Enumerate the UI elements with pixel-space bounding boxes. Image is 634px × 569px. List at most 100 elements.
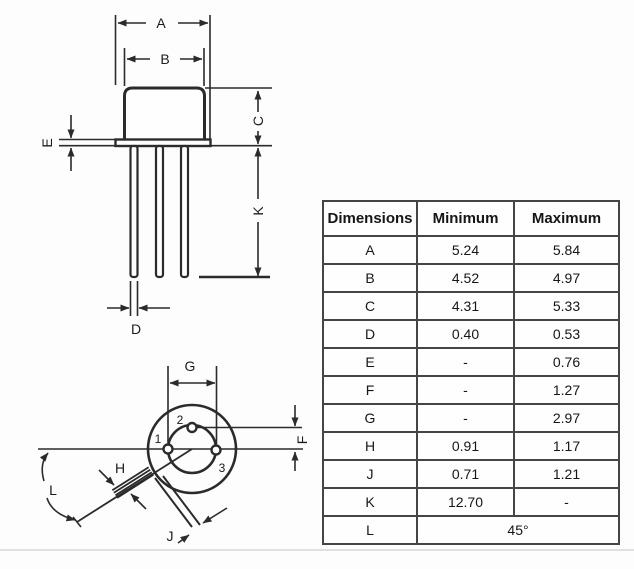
pin-1-circle [162, 443, 174, 455]
cell-dim: H [322, 431, 418, 461]
scan-artifact-line [0, 549, 634, 551]
cell-max: 4.97 [513, 263, 620, 293]
table-row: B 4.52 4.97 [322, 263, 620, 293]
angle-l-arc-upper [39, 452, 49, 482]
cell-dim: E [322, 347, 418, 377]
cell-merged-value: 45° [416, 515, 620, 545]
dimension-h: H [98, 460, 147, 510]
pin-2-circle [186, 421, 198, 434]
cell-min: - [416, 347, 515, 377]
cell-min: - [416, 403, 515, 433]
dimension-f-label: F [294, 436, 310, 445]
dimension-k-label: K [250, 206, 266, 216]
side-view-drawing: A B E C [39, 15, 272, 337]
dim-h-arrow-upper [98, 469, 115, 486]
table-row: D 0.40 0.53 [322, 319, 620, 349]
cell-min: 4.52 [416, 263, 515, 293]
can-body [123, 86, 206, 140]
dimension-d: D [107, 281, 170, 337]
table-row: H 0.91 1.17 [322, 431, 620, 461]
dimension-j: J [154, 475, 228, 544]
cell-max: 1.27 [513, 375, 620, 405]
lead-3 [179, 144, 190, 279]
pin-1-label: 1 [155, 432, 162, 446]
cell-dim: B [322, 263, 418, 293]
cell-dim: J [322, 459, 418, 489]
index-tab [111, 466, 154, 499]
dimension-b-label: B [160, 51, 169, 67]
table-row: E - 0.76 [322, 347, 620, 377]
pin-3-circle [210, 444, 222, 456]
dimension-b: B [123, 48, 205, 86]
cell-max: 1.17 [513, 431, 620, 461]
pin-3-label: 3 [219, 461, 226, 475]
flange [114, 138, 212, 148]
header-maximum: Maximum [513, 200, 620, 237]
dimension-e: E [39, 115, 115, 171]
dimensions-table: Dimensions Minimum Maximum A 5.24 5.84 B… [322, 200, 620, 545]
angle-l-arc-lower [46, 497, 76, 522]
dimension-l-label: L [49, 482, 57, 498]
table-row: F - 1.27 [322, 375, 620, 405]
outer-flange-circle [146, 403, 238, 495]
tab-inner-line [113, 468, 151, 494]
cell-max: 0.76 [513, 347, 620, 377]
dimension-c: C [205, 87, 272, 147]
dim-j-arrow-right [202, 507, 228, 524]
dimension-d-label: D [131, 321, 141, 337]
cell-max: 0.53 [513, 319, 620, 349]
cell-dim: A [322, 235, 418, 265]
table-row: J 0.71 1.21 [322, 459, 620, 489]
tab-centerline-end-tick [72, 516, 82, 528]
cell-max: - [513, 487, 620, 517]
tab-centerline [76, 448, 193, 523]
cell-dim: K [322, 487, 418, 517]
cell-dim: G [322, 403, 418, 433]
dimension-a-label: A [156, 15, 166, 31]
cell-min: 12.70 [416, 487, 515, 517]
cell-min: - [416, 375, 515, 405]
cell-dim: C [322, 291, 418, 321]
cell-min: 0.91 [416, 431, 515, 461]
dimension-a: A [114, 15, 211, 139]
lead-1 [129, 144, 139, 279]
dimension-h-label: H [115, 460, 125, 476]
header-minimum: Minimum [416, 200, 515, 237]
cell-dim: L [322, 515, 418, 545]
dimension-f: F [291, 405, 310, 471]
cell-min: 4.31 [416, 291, 515, 321]
cell-min: 0.71 [416, 459, 515, 489]
table-header-row: Dimensions Minimum Maximum [322, 200, 620, 237]
table-row: C 4.31 5.33 [322, 291, 620, 321]
cell-max: 5.84 [513, 235, 620, 265]
dim-j-ext-line-2 [162, 475, 201, 526]
dim-j-arrow-left [177, 534, 190, 544]
tab-edge-line [116, 474, 154, 499]
table-row: K 12.70 - [322, 487, 620, 517]
dim-h-arrow-lower [130, 493, 147, 510]
table-row: G - 2.97 [322, 403, 620, 433]
tab-edge-line [111, 466, 150, 492]
dim-j-ext-line-1 [154, 477, 193, 528]
table-row: A 5.24 5.84 [322, 235, 620, 265]
tab-inner-line [115, 471, 153, 497]
dimension-g: G [167, 358, 218, 444]
dimension-g-label: G [185, 358, 196, 374]
dimension-c-label: C [250, 116, 266, 126]
cell-max: 1.21 [513, 459, 620, 489]
pin-2-label: 2 [177, 413, 184, 427]
cell-max: 2.97 [513, 403, 620, 433]
dimension-l: L [39, 452, 76, 522]
bottom-view-drawing: G 1 2 3 F [38, 358, 310, 544]
dimension-e-label: E [39, 138, 55, 147]
table-row: L 45° [322, 515, 620, 545]
cell-dim: D [322, 319, 418, 349]
cell-min: 0.40 [416, 319, 515, 349]
cell-min: 5.24 [416, 235, 515, 265]
cell-dim: F [322, 375, 418, 405]
lead-2 [154, 144, 165, 279]
cell-max: 5.33 [513, 291, 620, 321]
header-dimensions: Dimensions [322, 200, 418, 237]
